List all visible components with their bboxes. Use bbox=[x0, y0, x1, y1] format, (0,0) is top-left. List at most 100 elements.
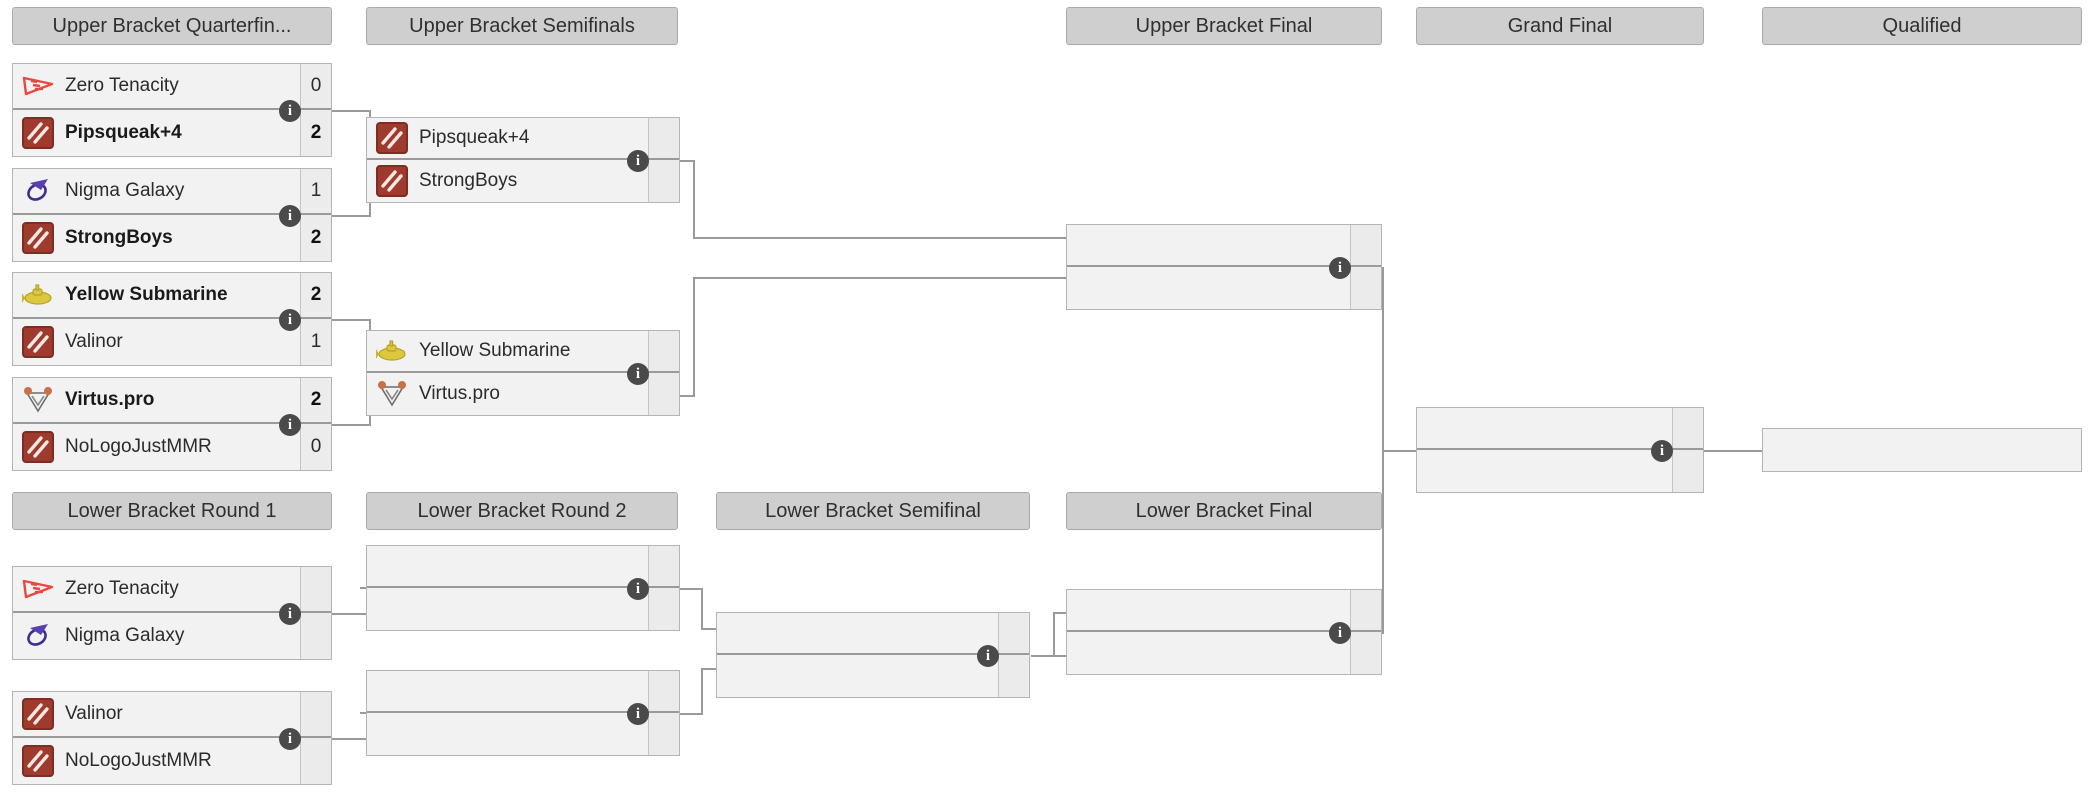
match-row-bottom[interactable]: StrongBoys bbox=[367, 160, 679, 202]
match-info-icon[interactable]: i bbox=[279, 728, 301, 750]
match-info-icon[interactable]: i bbox=[1651, 440, 1673, 462]
match-row-bottom[interactable]: NoLogoJustMMR 0 bbox=[13, 424, 331, 470]
match-ub-quarterfinal-2[interactable]: Nigma Galaxy 1 i StrongBoys 2 bbox=[12, 168, 332, 262]
match-ub-quarterfinal-1[interactable]: Zero Tenacity 0 i Pipsqueak+4 2 bbox=[12, 63, 332, 157]
team-score bbox=[648, 160, 679, 202]
round-header-lb-round1[interactable]: Lower Bracket Round 1 bbox=[12, 492, 332, 530]
match-lb-round1-2[interactable]: Valinor i NoLogoJustMMR bbox=[12, 691, 332, 785]
dota-default-logo-icon bbox=[21, 221, 55, 255]
connector-line bbox=[331, 319, 371, 321]
match-lb-round2-2[interactable]: i bbox=[366, 670, 680, 756]
match-info-icon[interactable]: i bbox=[627, 578, 649, 600]
round-header-ub-quarterfinals[interactable]: Upper Bracket Quarterfin... bbox=[12, 7, 332, 45]
match-info-icon[interactable]: i bbox=[977, 645, 999, 667]
team-name: StrongBoys bbox=[419, 170, 518, 191]
round-header-ub-semifinals[interactable]: Upper Bracket Semifinals bbox=[366, 7, 678, 45]
match-row-top[interactable]: Yellow Submarine 2 bbox=[13, 273, 331, 319]
connector-line bbox=[701, 628, 725, 630]
match-info-icon[interactable]: i bbox=[1329, 257, 1351, 279]
match-row-top[interactable]: Valinor bbox=[13, 692, 331, 738]
round-header-grand-final[interactable]: Grand Final bbox=[1416, 7, 1704, 45]
match-info-icon[interactable]: i bbox=[627, 703, 649, 725]
team-name: Pipsqueak+4 bbox=[419, 127, 530, 148]
connector-line bbox=[1382, 450, 1384, 634]
match-ub-quarterfinal-3[interactable]: Yellow Submarine 2 i Valinor 1 bbox=[12, 272, 332, 366]
match-row-top[interactable]: Yellow Submarine bbox=[367, 331, 679, 373]
yellow-submarine-logo-icon bbox=[375, 334, 409, 368]
dota-default-logo-icon bbox=[21, 116, 55, 150]
match-row-bottom[interactable] bbox=[367, 588, 679, 630]
match-info-icon[interactable]: i bbox=[279, 205, 301, 227]
match-info-icon[interactable]: i bbox=[279, 309, 301, 331]
dota-default-logo-icon bbox=[21, 744, 55, 778]
match-info-icon[interactable]: i bbox=[627, 363, 649, 385]
match-row-top[interactable] bbox=[367, 546, 679, 588]
match-lb-round1-1[interactable]: Zero Tenacity i Nigma Galaxy bbox=[12, 566, 332, 660]
match-row-top[interactable]: Zero Tenacity 0 bbox=[13, 64, 331, 110]
team-score bbox=[648, 713, 679, 755]
match-info-icon[interactable]: i bbox=[627, 150, 649, 172]
team-name: Yellow Submarine bbox=[419, 340, 571, 361]
match-info-icon[interactable]: i bbox=[279, 603, 301, 625]
match-row-top[interactable] bbox=[1067, 225, 1381, 267]
match-ub-semifinal-2[interactable]: Yellow Submarine i Virtus.pro bbox=[366, 330, 680, 416]
match-info-icon[interactable]: i bbox=[279, 100, 301, 122]
match-ub-semifinal-1[interactable]: Pipsqueak+4 i StrongBoys bbox=[366, 117, 680, 203]
team-name: Virtus.pro bbox=[65, 389, 155, 410]
team-score: 1 bbox=[300, 319, 331, 365]
match-qualified-slot[interactable] bbox=[1762, 428, 2082, 472]
team-score bbox=[1350, 632, 1381, 674]
match-row-bottom[interactable]: Virtus.pro bbox=[367, 373, 679, 415]
match-row-top[interactable]: Virtus.pro 2 bbox=[13, 378, 331, 424]
qualified-row[interactable] bbox=[1763, 429, 2081, 471]
match-row-bottom[interactable]: StrongBoys 2 bbox=[13, 215, 331, 261]
match-ub-final[interactable]: i bbox=[1066, 224, 1382, 310]
match-ub-quarterfinal-4[interactable]: Virtus.pro 2 i NoLogoJustMMR 0 bbox=[12, 377, 332, 471]
round-header-lb-final[interactable]: Lower Bracket Final bbox=[1066, 492, 1382, 530]
connector-line bbox=[331, 613, 371, 615]
match-row-bottom[interactable] bbox=[367, 713, 679, 755]
match-row-top[interactable] bbox=[1417, 408, 1703, 450]
connector-line bbox=[701, 668, 725, 670]
team-score bbox=[1350, 225, 1381, 265]
match-row-bottom[interactable] bbox=[1417, 450, 1703, 492]
match-row-top[interactable] bbox=[367, 671, 679, 713]
team-score bbox=[998, 655, 1029, 697]
match-lb-semifinal[interactable]: i bbox=[716, 612, 1030, 698]
team-score: 2 bbox=[300, 378, 331, 422]
match-grand-final[interactable]: i bbox=[1416, 407, 1704, 493]
round-header-qualified[interactable]: Qualified bbox=[1762, 7, 2082, 45]
match-row-top[interactable]: Zero Tenacity bbox=[13, 567, 331, 613]
match-row-bottom[interactable]: Nigma Galaxy bbox=[13, 613, 331, 659]
connector-line bbox=[679, 588, 703, 590]
match-row-top[interactable] bbox=[1067, 590, 1381, 632]
connector-line bbox=[701, 668, 703, 715]
match-info-icon[interactable]: i bbox=[279, 414, 301, 436]
match-row-bottom[interactable] bbox=[717, 655, 1029, 697]
match-row-top[interactable] bbox=[717, 613, 1029, 655]
match-row-bottom[interactable]: Valinor 1 bbox=[13, 319, 331, 365]
match-row-bottom[interactable]: NoLogoJustMMR bbox=[13, 738, 331, 784]
team-name: Valinor bbox=[65, 331, 123, 352]
dota-default-logo-icon bbox=[21, 325, 55, 359]
team-score bbox=[1672, 408, 1703, 448]
match-row-bottom[interactable] bbox=[1067, 632, 1381, 674]
round-header-ub-final[interactable]: Upper Bracket Final bbox=[1066, 7, 1382, 45]
match-row-top[interactable]: Pipsqueak+4 bbox=[367, 118, 679, 160]
match-row-top[interactable]: Nigma Galaxy 1 bbox=[13, 169, 331, 215]
match-lb-round2-1[interactable]: i bbox=[366, 545, 680, 631]
team-name: Pipsqueak+4 bbox=[65, 122, 182, 143]
match-lb-final[interactable]: i bbox=[1066, 589, 1382, 675]
team-name: Nigma Galaxy bbox=[65, 180, 185, 201]
match-row-bottom[interactable] bbox=[1067, 267, 1381, 309]
connector-line bbox=[331, 110, 371, 112]
match-info-icon[interactable]: i bbox=[1329, 622, 1351, 644]
connector-line bbox=[693, 160, 695, 239]
connector-line bbox=[701, 588, 703, 630]
round-header-lb-round2[interactable]: Lower Bracket Round 2 bbox=[366, 492, 678, 530]
dota-default-logo-icon bbox=[21, 697, 55, 731]
team-score bbox=[648, 118, 679, 158]
connector-line bbox=[693, 277, 695, 397]
round-header-lb-semifinal[interactable]: Lower Bracket Semifinal bbox=[716, 492, 1030, 530]
match-row-bottom[interactable]: Pipsqueak+4 2 bbox=[13, 110, 331, 156]
